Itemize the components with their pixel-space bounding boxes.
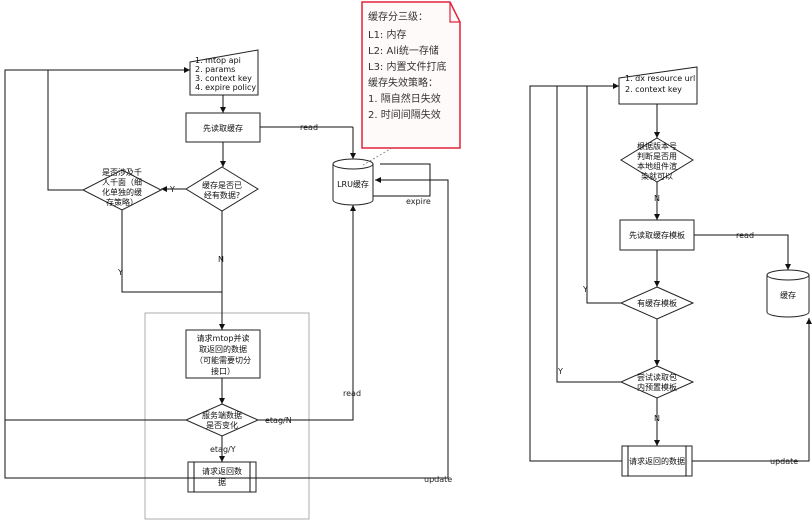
right-input-node: 1. dx resource url 2. context key	[618, 66, 698, 105]
builtin-template-decision: 尝试读取包 内预置模板	[619, 365, 695, 399]
label-right-yes-low: Y	[557, 367, 563, 376]
personalization-line-1: 是否涉及千	[102, 167, 142, 177]
request-mtop-line-2: 取返回的数据	[199, 344, 247, 354]
has-data-line-1: 缓存是否已	[202, 180, 242, 190]
data-changed-line-2: 是否变化	[206, 420, 238, 430]
return-data-node: 请求返回数 据	[187, 461, 257, 493]
lru-cache-label: LRU缓存	[337, 179, 369, 189]
edge-builtin-yes	[556, 85, 621, 383]
has-template-label: 有缓存模板	[637, 298, 677, 308]
request-mtop-line-3: （可能需要切分	[195, 355, 251, 365]
label-update-left: update	[424, 475, 452, 484]
note-line-5: 缓存失效策略：	[368, 76, 438, 89]
label-right-no-low: N	[654, 414, 660, 423]
left-input-line-4: 4. expire policy	[195, 83, 256, 92]
label-right-update: update	[770, 457, 798, 466]
edge-return-loop-right	[529, 85, 622, 462]
version-check-line-3: 本地组件渲	[637, 161, 677, 171]
request-mtop-line-4: 接口）	[211, 366, 235, 376]
note-line-3: L2: Ali统一存储	[368, 44, 439, 57]
lru-cache-node: LRU缓存	[332, 158, 374, 206]
personalization-line-2: 人千面（细	[102, 177, 142, 187]
version-check-decision: 根据版本号 判断是否用 本地组件渲 染就可以	[620, 137, 694, 183]
label-right-no-top: N	[654, 194, 660, 203]
has-template-decision: 有缓存模板	[619, 286, 695, 320]
read-cache-node: 先读取缓存	[185, 112, 261, 143]
note-line-6: 1. 隔自然日失效	[368, 92, 441, 105]
version-check-line-1: 根据版本号	[637, 141, 677, 151]
request-mtop-node: 请求mtop并读 取返回的数据 （可能需要切分 接口）	[185, 329, 261, 379]
builtin-template-line-1: 尝试读取包	[637, 372, 677, 382]
personalization-line-3: 化单独的缓	[102, 187, 142, 197]
label-yes-personalization: Y	[169, 185, 175, 194]
request-group-frame	[144, 312, 310, 520]
right-cache-label: 缓存	[780, 290, 796, 300]
right-input-line-2: 2. context key	[625, 85, 682, 94]
edge-return-loop	[4, 420, 256, 479]
note-connector	[362, 147, 393, 166]
label-etag-yes: etag/Y	[210, 445, 236, 454]
right-input-line-1: 1. dx resource url	[625, 74, 695, 83]
label-right-yes-top: Y	[582, 285, 588, 294]
return-data-line-1: 请求返回数	[202, 466, 242, 476]
personalization-decision: 是否涉及千 人千面（细 化单独的缓 存策略）	[81, 167, 163, 211]
label-etag-no: etag/N	[265, 416, 292, 425]
cache-policy-note: 缓存分三级： L1: 内存 L2: Ali统一存储 L3: 内置文件打底 缓存失…	[361, 1, 461, 166]
version-check-line-4: 染就可以	[641, 171, 673, 181]
personalization-line-4: 存策略）	[106, 197, 138, 207]
has-data-decision: 缓存是否已 经有数据?	[185, 166, 259, 212]
edge-update-cache	[692, 318, 812, 462]
return-data-line-2: 据	[218, 477, 226, 487]
edge-has-yes	[586, 83, 621, 304]
edge-update-lru	[256, 177, 449, 479]
builtin-template-line-2: 内预置模板	[637, 382, 677, 392]
right-flow: 1. dx resource url 2. context key 根据版本号 …	[529, 66, 812, 477]
read-cache-label: 先读取缓存	[203, 123, 243, 133]
right-return-data-node: 请求返回的数据	[621, 445, 693, 477]
has-data-line-2: 经有数据?	[204, 190, 240, 200]
label-read-top: read	[300, 123, 318, 132]
label-no-mid: N	[218, 255, 224, 264]
label-right-read: read	[736, 231, 754, 240]
edge-changed-loop	[4, 69, 186, 421]
version-check-line-2: 判断是否用	[637, 151, 677, 161]
label-expire: expire	[406, 197, 431, 206]
edge-personalization-loop	[47, 67, 190, 191]
note-line-4: L3: 内置文件打底	[368, 60, 446, 73]
edge-changed-no	[258, 205, 356, 421]
note-line-1: 缓存分三级：	[368, 10, 428, 23]
edge-expire-loop	[373, 163, 431, 197]
data-changed-decision: 服务端数据 是否变化	[184, 403, 260, 437]
right-return-data-label: 请求返回的数据	[629, 456, 685, 466]
label-yes-left: Y	[117, 268, 123, 277]
right-cache-node: 缓存	[766, 269, 810, 318]
note-line-2: L1: 内存	[368, 28, 406, 41]
left-input-node: 1. mtop api 2. params 3. context key 4. …	[189, 49, 259, 96]
left-input-line-1: 1. mtop api	[195, 56, 241, 65]
left-input-line-2: 2. params	[195, 65, 235, 74]
left-input-line-3: 3. context key	[195, 74, 252, 83]
left-flow: 1. mtop api 2. params 3. context key 4. …	[4, 49, 452, 520]
edge-personalization-yes	[121, 210, 222, 293]
edge-read-cache	[694, 234, 791, 270]
read-template-node: 先读取缓存模板	[619, 219, 695, 251]
note-line-7: 2. 时间间隔失效	[368, 108, 441, 121]
read-template-label: 先读取缓存模板	[629, 230, 685, 240]
data-changed-line-1: 服务端数据	[202, 410, 242, 420]
request-mtop-line-1: 请求mtop并读	[197, 333, 250, 343]
label-read-mid: read	[343, 389, 361, 398]
